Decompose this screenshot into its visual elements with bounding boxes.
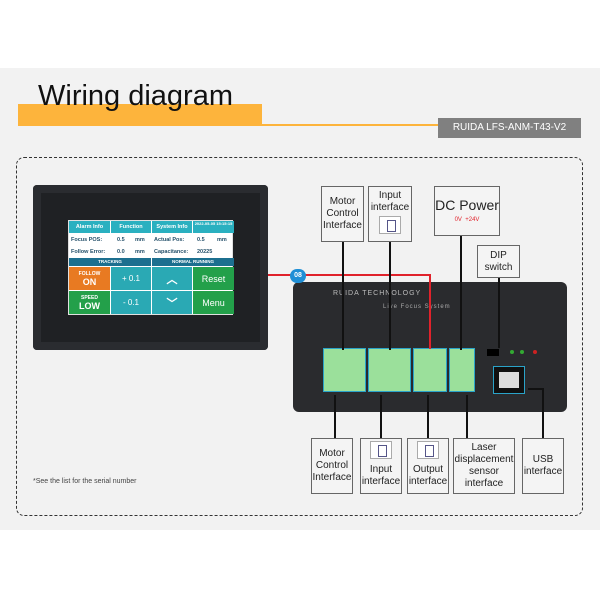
cable — [429, 274, 431, 349]
status-tracking: TRACKING — [69, 258, 151, 266]
capacitance-value: 20225 — [197, 249, 213, 255]
usb-port[interactable] — [493, 366, 525, 394]
label-line: Control — [326, 208, 359, 219]
follow-label: FOLLOW — [78, 270, 101, 277]
label-line: Motor — [329, 196, 356, 207]
title-accent-bar — [18, 104, 262, 126]
label-line: DIP — [490, 249, 507, 261]
leader-line — [427, 395, 429, 438]
status-normal-running: NORMAL RUNNING — [152, 258, 234, 266]
speed-value: LOW — [79, 300, 100, 311]
leader-line — [342, 242, 344, 350]
input-circuit-icon — [379, 216, 401, 234]
focus-pos-label: Focus POS: — [71, 237, 103, 243]
power-terminal — [449, 348, 475, 392]
leader-line — [466, 395, 468, 438]
hmi-display: Alarm Info Function System Info 2022-05-… — [68, 220, 234, 315]
follow-error-value: 0.0 — [117, 249, 125, 255]
capacitance-label: Capacitance: — [154, 249, 189, 255]
tab-alarm-info[interactable]: Alarm Info — [69, 221, 110, 233]
reset-button[interactable]: Reset — [193, 267, 234, 290]
input-terminal — [368, 348, 411, 392]
led-icon — [510, 350, 514, 354]
label-line: Motor — [319, 448, 345, 459]
label-line: sensor — [468, 466, 499, 477]
speed-label: SPEED — [81, 294, 98, 301]
chevron-up-icon: ︿ — [166, 273, 178, 286]
leader-line — [542, 388, 544, 438]
label-line: interface — [361, 476, 401, 487]
label-line: displacement — [454, 454, 514, 465]
output-circuit-icon — [417, 441, 439, 459]
label-line: Input — [378, 190, 402, 201]
title-underline — [262, 124, 440, 126]
label-line: Interface — [323, 220, 362, 231]
motor-terminal — [323, 348, 366, 392]
label-line: interface — [523, 466, 563, 477]
actual-pos-value: 0.5 — [197, 237, 205, 243]
unit: mm — [135, 249, 145, 255]
led-icon — [533, 350, 537, 354]
follow-value: ON — [82, 276, 97, 287]
page-title: Wiring diagram — [38, 80, 233, 112]
follow-error-label: Follow Error: — [71, 249, 106, 255]
label-line: USB — [532, 454, 554, 465]
actual-pos-label: Actual Pos: — [154, 237, 185, 243]
controller-name: Live Focus System — [383, 304, 451, 310]
minus-button[interactable]: - 0.1 — [111, 291, 151, 314]
footnote: *See the list for the serial number — [33, 478, 137, 485]
label-line: interface — [464, 478, 504, 489]
plus-button[interactable]: + 0.1 — [111, 267, 151, 290]
dip-switch[interactable] — [487, 349, 499, 356]
unit: mm — [135, 237, 145, 243]
down-button[interactable]: ﹀ — [152, 291, 192, 314]
label-line: Input — [369, 464, 393, 475]
label-line: Laser — [471, 442, 497, 453]
label-line: interface — [408, 476, 448, 487]
label-line: interface — [370, 202, 410, 213]
menu-button[interactable]: Menu — [193, 291, 234, 314]
cable — [268, 274, 431, 276]
input-circuit-icon — [370, 441, 392, 459]
label-dc-power: DC Power 0V +24V — [434, 186, 500, 236]
chevron-down-icon: ﹀ — [166, 297, 178, 310]
focus-pos-value: 0.5 — [117, 237, 125, 243]
label-line: Control — [315, 460, 349, 471]
label-line: Output — [412, 464, 444, 475]
led-icon — [520, 350, 524, 354]
diagram-frame — [16, 157, 583, 516]
tab-function[interactable]: Function — [111, 221, 151, 233]
dc-0v-label: 0V — [454, 217, 462, 223]
up-button[interactable]: ︿ — [152, 267, 192, 290]
label-line: Interface — [312, 472, 352, 483]
cable-badge: 08 — [290, 269, 306, 283]
unit: mm — [217, 237, 227, 243]
dc-24v-label: +24V — [465, 217, 480, 223]
model-badge: RUIDA LFS-ANM-T43-V2 — [438, 118, 581, 138]
label-line: DC Power — [435, 197, 499, 213]
leader-line — [528, 388, 544, 390]
label-line: switch — [484, 261, 513, 273]
leader-line — [380, 395, 382, 438]
leader-line — [334, 395, 336, 438]
datetime: 2022-05-05 15:15:15 — [193, 221, 234, 233]
output-terminal — [413, 348, 447, 392]
leader-line — [498, 278, 500, 348]
tab-system-info[interactable]: System Info — [152, 221, 192, 233]
controller-brand: RUIDA TECHNOLOGY — [333, 290, 422, 297]
leader-line — [460, 236, 462, 350]
leader-line — [389, 242, 391, 350]
